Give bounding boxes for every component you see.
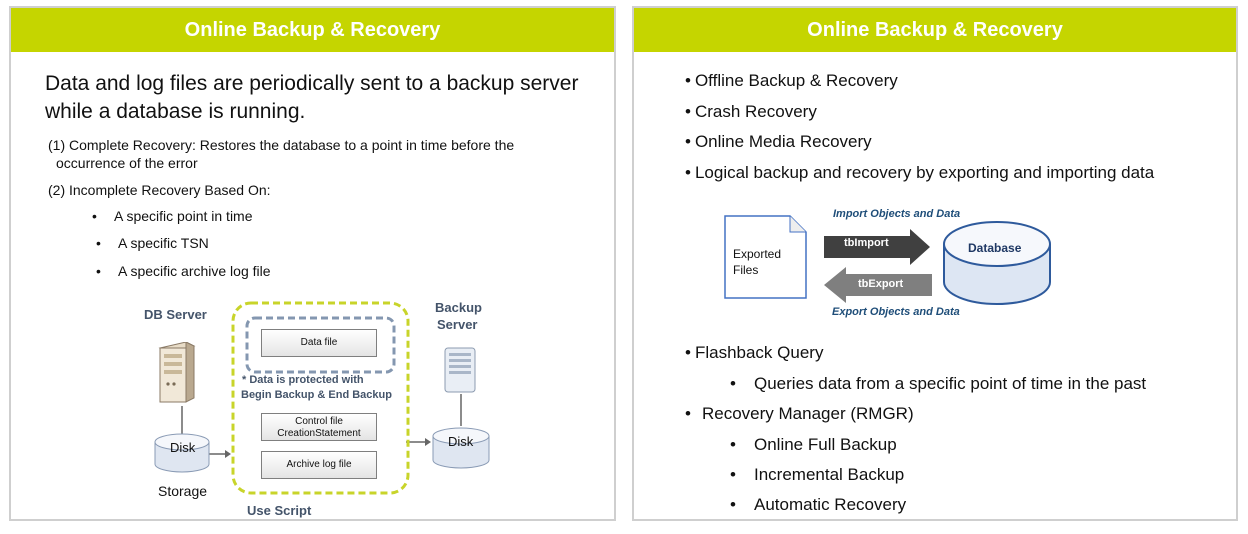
db-server-icon — [156, 341, 196, 404]
slide-title: Online Backup & Recovery — [11, 8, 614, 52]
bullet-online-full-backup: • Online Full Backup — [730, 435, 897, 455]
import-caption: Import Objects and Data — [833, 208, 961, 220]
bullet-dot: • — [96, 235, 101, 251]
bullet-dot: • — [730, 374, 736, 393]
control-file-box: Control file CreationStatement — [261, 413, 377, 441]
backup-disk-label: Disk — [448, 434, 474, 449]
backup-server-icon — [442, 346, 480, 394]
complete-recovery-text: (1) Complete Recovery: Restores the data… — [48, 137, 515, 153]
bullet-dot: • — [685, 102, 691, 121]
database-icon — [941, 218, 1053, 308]
backup-diagram-graphics — [181, 301, 462, 495]
bullet-archive-log: • A specific archive log file — [96, 263, 271, 279]
tbimport-label: tbImport — [844, 237, 889, 249]
exported-files-line2: Files — [733, 263, 759, 277]
bullet-tsn: • A specific TSN — [96, 235, 209, 251]
bullet-label: Incremental Backup — [754, 465, 905, 484]
bullet-dot: • — [685, 404, 691, 423]
backup-server-label-line1: Backup — [435, 300, 482, 315]
bullet-label: Logical backup and recovery by exporting… — [694, 163, 1155, 182]
bullet-logical-backup: •Logical backup and recovery by exportin… — [685, 163, 1154, 183]
bullet-dot: • — [685, 71, 691, 90]
incomplete-recovery-text: (2) Incomplete Recovery Based On: — [48, 182, 271, 198]
complete-recovery-text-cont: occurrence of the error — [56, 155, 198, 171]
archive-log-box: Archive log file — [261, 451, 377, 479]
tbexport-label: tbExport — [858, 278, 904, 290]
backup-disk-icon — [431, 426, 491, 472]
db-server-label: DB Server — [144, 307, 207, 322]
bullet-point-in-time: • A specific point in time — [92, 208, 253, 224]
bullet-recovery-manager: • Recovery Manager (RMGR) — [685, 404, 914, 424]
bullet-label: A specific TSN — [118, 235, 209, 251]
tbexport-arrow — [824, 267, 932, 303]
bullet-offline-backup: •Offline Backup & Recovery — [685, 71, 898, 91]
tbimport-arrow — [824, 229, 932, 265]
bullet-label: Recovery Manager (RMGR) — [702, 404, 914, 423]
bullet-label: A specific point in time — [114, 208, 253, 224]
export-caption: Export Objects and Data — [832, 306, 960, 318]
use-script-label: Use Script — [247, 503, 312, 518]
bullet-dot: • — [685, 163, 691, 182]
slide-title: Online Backup & Recovery — [634, 8, 1236, 52]
bullet-label: Queries data from a specific point of ti… — [754, 374, 1147, 393]
control-file-line2: CreationStatement — [277, 428, 361, 439]
storage-label: Storage — [158, 483, 208, 499]
storage-disk-icon — [153, 432, 211, 476]
bullet-label: Online Media Recovery — [694, 132, 872, 151]
lead-text: Data and log files are periodically sent… — [45, 72, 579, 123]
bullet-crash-recovery: •Crash Recovery — [685, 102, 817, 122]
storage-disk-label: Disk — [170, 440, 196, 455]
database-label: Database — [968, 241, 1022, 255]
bullet-label: Automatic Recovery — [754, 495, 907, 514]
protected-note-line1: * Data is protected with — [242, 374, 364, 386]
bullet-automatic-recovery: • Automatic Recovery — [730, 495, 907, 515]
exported-files-line1: Exported — [733, 247, 782, 261]
bullet-dot: • — [730, 495, 736, 514]
data-file-box: Data file — [261, 329, 377, 357]
backup-server-label-line2: Server — [437, 317, 478, 332]
bullet-label: Flashback Query — [694, 343, 824, 362]
bullet-dot: • — [730, 465, 736, 484]
control-file-line1: Control file — [295, 416, 343, 427]
slide-online-backup-right: Online Backup & Recovery •Offline Backup… — [632, 6, 1238, 521]
bullet-online-media-recovery: •Online Media Recovery — [685, 132, 872, 152]
bullet-flashback-query: •Flashback Query — [685, 343, 823, 363]
bullet-label: Online Full Backup — [754, 435, 897, 454]
bullet-label: Crash Recovery — [694, 102, 817, 121]
bullet-dot: • — [96, 263, 101, 279]
bullet-dot: • — [685, 132, 691, 151]
bullet-incremental-backup: • Incremental Backup — [730, 465, 905, 485]
exported-files-icon — [724, 215, 808, 299]
bullet-label: Offline Backup & Recovery — [694, 71, 898, 90]
bullet-dot: • — [92, 208, 97, 224]
bullet-label: A specific archive log file — [118, 263, 271, 279]
bullet-flashback-sub: • Queries data from a specific point of t… — [730, 374, 1147, 394]
bullet-dot: • — [685, 343, 691, 362]
bullet-dot: • — [730, 435, 736, 454]
slide-online-backup-left: Online Backup & Recovery Data and log fi… — [9, 6, 616, 521]
protected-note-line2: Begin Backup & End Backup — [241, 389, 392, 401]
